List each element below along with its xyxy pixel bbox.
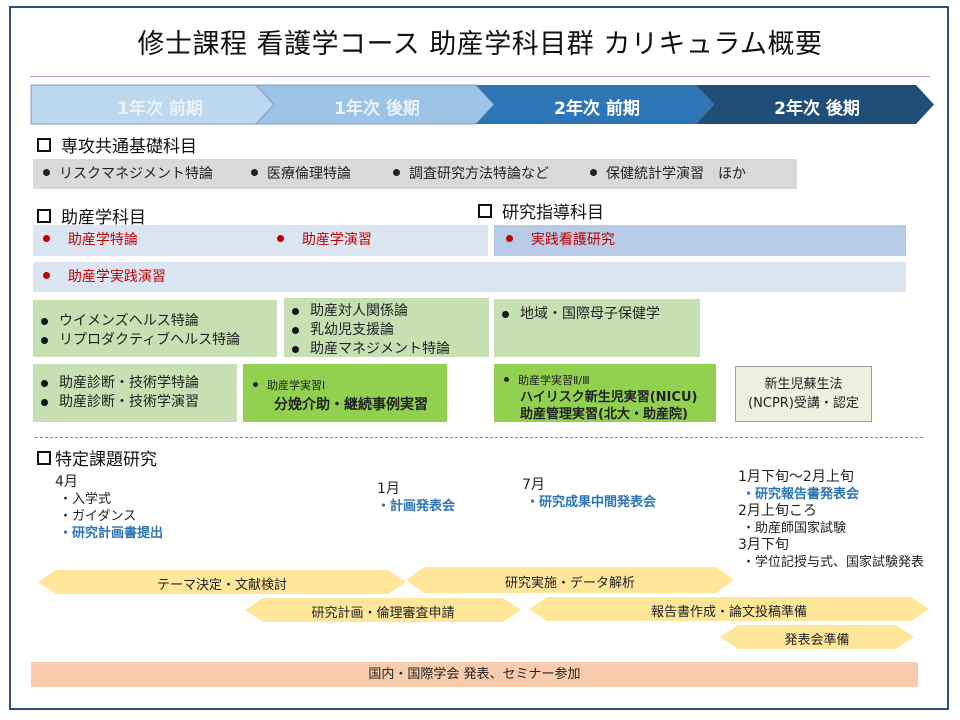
- practicum-23-line1: ハイリスク新生児実習(NICU): [520, 390, 698, 405]
- event-item-highlight: ・計画発表会: [377, 499, 456, 514]
- red-subject: 実践看護研究: [506, 225, 615, 256]
- bullet-icon: [393, 169, 400, 176]
- month-label: 7月: [522, 477, 545, 493]
- event-item: ・助産師国家試験: [742, 521, 847, 536]
- common-core-heading-text: 専攻共通基礎科目: [61, 137, 197, 157]
- common-item: 保健統計学演習 ほか: [590, 159, 746, 189]
- month-label: 2月上旬ころ: [738, 503, 817, 519]
- gantt-bar-research: [406, 567, 734, 593]
- timeline-july: 7月 ・研究成果中間発表会: [522, 477, 656, 511]
- red-subject: 助産学演習: [277, 225, 372, 256]
- research-guidance-heading: 研究指導科目: [478, 198, 604, 223]
- ncpr-line2: (NCPR)受講・認定: [748, 396, 859, 411]
- subject-item: 助産診断・技術学演習: [33, 393, 237, 412]
- phase-label-4: 2年次 後期: [774, 99, 860, 119]
- subject-item: ウイメンズヘルス特論: [33, 312, 277, 331]
- phase-arrow-3: [476, 85, 714, 124]
- gantt-label-ethics: 研究計画・倫理審査申請: [311, 606, 455, 621]
- checkbox-square-icon: [37, 209, 51, 223]
- practicum-1-title: 分娩介助・継続事例実習: [274, 397, 428, 413]
- month-label: 4月: [55, 474, 78, 490]
- red-subject: 助産学特論: [43, 225, 138, 256]
- event-item-highlight: ・研究報告書発表会: [742, 487, 860, 502]
- bullet-icon: [504, 377, 509, 382]
- bullet-icon: [277, 235, 284, 242]
- page-title: 修士課程 看護学コース 助産学科目群 カリキュラム概要: [137, 29, 823, 60]
- subject-item: 助産マネジメント特論: [284, 340, 489, 359]
- midwifery-heading: 助産学科目: [37, 203, 146, 228]
- subject-item: 乳幼児支援論: [284, 321, 489, 340]
- month-label: 3月下旬: [738, 537, 789, 553]
- month-label: 1月下旬～2月上旬: [738, 469, 854, 485]
- subject-box-support: 助産対人関係論 乳幼児支援論 助産マネジメント特論: [284, 298, 489, 357]
- phase-label-3: 2年次 前期: [554, 99, 640, 119]
- slide-frame: [9, 6, 949, 710]
- timeline-january: 1月 ・計画発表会: [377, 481, 455, 515]
- common-item: リスクマネジメント特論: [43, 159, 213, 189]
- conference-bar: 国内・国際学会 発表、セミナー参加: [31, 662, 918, 687]
- phase-arrow-bar: [30, 84, 934, 125]
- subject-item: 助産診断・技術学特論: [33, 374, 237, 393]
- subject-box-maternal-health: 地域・国際母子保健学: [494, 299, 700, 357]
- gantt-label-theme: テーマ決定・文献検討: [156, 578, 287, 593]
- subject-item: リプロダクティブヘルス特論: [33, 331, 277, 350]
- practicum-23-label: 助産学実習Ⅱ/Ⅲ: [504, 372, 590, 388]
- practicum-23-box: 助産学実習Ⅱ/Ⅲ ハイリスク新生児実習(NICU) 助産管理実習(北大・助産院): [494, 364, 716, 422]
- month-label: 1月: [377, 481, 400, 497]
- midwifery-core-row: 助産学特論 助産学演習: [33, 225, 488, 256]
- gantt-bar-ethics: [245, 598, 521, 622]
- ncpr-line1: 新生児蘇生法: [764, 377, 843, 392]
- bullet-icon: [251, 169, 258, 176]
- timeline-year2-end: 1月下旬～2月上旬 ・研究報告書発表会 2月上旬ころ ・助産師国家試験 3月下旬…: [738, 469, 924, 571]
- checkbox-square-icon: [37, 138, 51, 152]
- practicum-1-box: 助産学実習Ⅰ 分娩介助・継続事例実習: [243, 364, 447, 422]
- subject-box-diagnosis: 助産診断・技術学特論 助産診断・技術学演習: [33, 364, 237, 422]
- phase-label-1: 1年次 前期: [117, 99, 203, 119]
- event-item: ・入学式: [59, 492, 112, 507]
- gantt-label-presentation: 発表会準備: [784, 633, 850, 648]
- bullet-icon: [43, 235, 50, 242]
- section-divider: [35, 437, 923, 438]
- event-item: ・ガイダンス: [59, 509, 137, 524]
- event-item: ・学位記授与式、国家試験発表: [742, 555, 925, 570]
- bullet-icon: [506, 235, 513, 242]
- bullet-icon: [253, 382, 258, 387]
- red-subject: 助産学実践演習: [43, 262, 166, 292]
- timeline-april: 4月 ・入学式 ・ガイダンス ・研究計画書提出: [55, 474, 163, 542]
- gantt-label-research: 研究実施・データ解析: [504, 576, 635, 591]
- gantt-label-report: 報告書作成・論文投稿準備: [650, 605, 807, 620]
- phase-arrow-4: [696, 85, 934, 124]
- subject-item: 地域・国際母子保健学: [494, 305, 700, 324]
- subject-box-womens-health: ウイメンズヘルス特論 リプロダクティブヘルス特論: [33, 300, 277, 357]
- bullet-icon: [43, 272, 50, 279]
- subject-item: 助産対人関係論: [284, 302, 489, 321]
- gantt-bar-theme: [38, 570, 406, 594]
- ncpr-box: 新生児蘇生法 (NCPR)受講・認定: [735, 366, 872, 422]
- gantt-bar-presentation: [720, 625, 914, 649]
- phase-label-2: 1年次 後期: [334, 99, 420, 119]
- bullet-icon: [590, 169, 597, 176]
- common-item: 医療倫理特論: [251, 159, 351, 189]
- common-core-box: リスクマネジメント特論 医療倫理特論 調査研究方法特論など 保健統計学演習 ほか: [33, 159, 797, 189]
- bullet-icon: [43, 169, 50, 176]
- practice-row: 助産学実践演習: [33, 262, 906, 292]
- practicum-23-line2: 助産管理実習(北大・助産院): [520, 407, 688, 422]
- title-divider: [30, 76, 930, 77]
- gantt-bar-report: [529, 597, 929, 621]
- practicum-1-label: 助産学実習Ⅰ: [253, 377, 325, 393]
- checkbox-square-icon: [37, 451, 51, 465]
- thesis-heading: 特定課題研究: [37, 445, 157, 470]
- event-item-highlight: ・研究計画書提出: [59, 526, 164, 541]
- checkbox-square-icon: [478, 204, 492, 218]
- research-guidance-row: 実践看護研究: [494, 225, 906, 256]
- event-item-highlight: ・研究成果中間発表会: [526, 495, 657, 510]
- common-item: 調査研究方法特論など: [393, 159, 549, 189]
- common-core-heading: 専攻共通基礎科目: [37, 132, 197, 157]
